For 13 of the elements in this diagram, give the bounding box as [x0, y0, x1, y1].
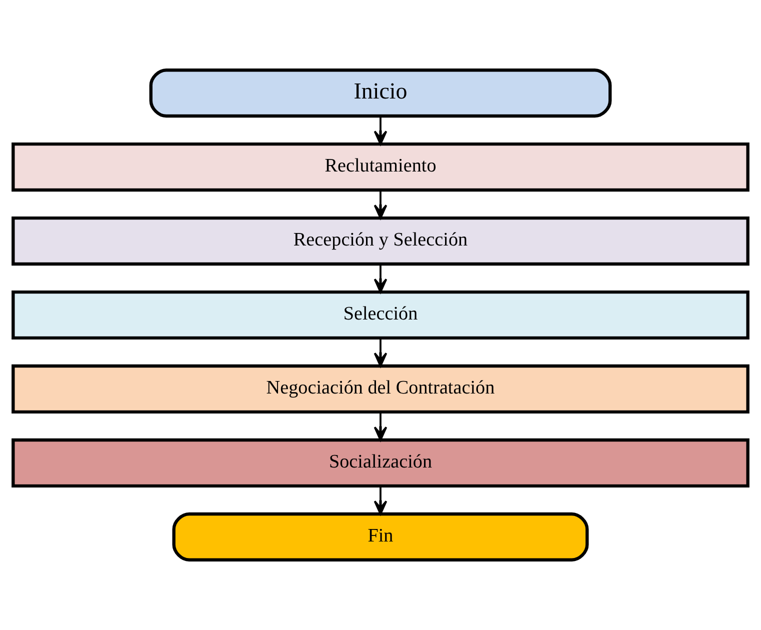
node-box: Inicio [149, 68, 612, 118]
node-box: Reclutamiento [12, 142, 750, 192]
arrow [374, 264, 388, 293]
node-box: Recepción y Selección [12, 216, 750, 266]
arrow [374, 116, 388, 146]
node-box: Fin [172, 512, 589, 562]
node-box: Socialización [12, 438, 750, 488]
node-box: Negociación del Contratación [12, 364, 750, 414]
arrow [374, 190, 388, 220]
node-box: Selección [12, 290, 750, 340]
arrow [374, 486, 388, 515]
arrow [374, 338, 388, 367]
arrow [374, 412, 388, 441]
